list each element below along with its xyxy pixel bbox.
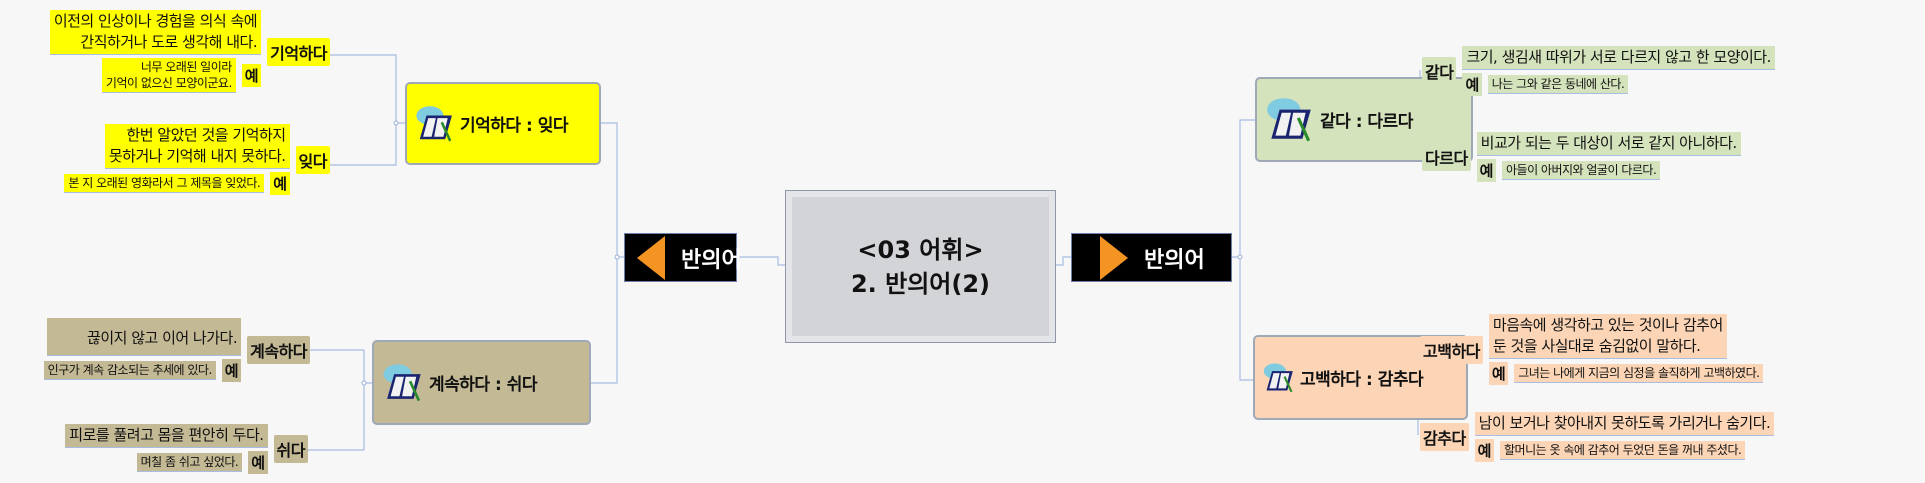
topic-continue-rest[interactable]: 계속하다 : 쉬다 [372, 340, 591, 425]
book-pen-icon [416, 105, 452, 141]
word-group: 다르다 비교가 되는 두 대상이 서로 같지 아니하다. 예 아들이 아버지와 … [1422, 132, 1741, 182]
branch-right-label: 반의어 [1144, 247, 1205, 273]
example-label: 예 [1462, 73, 1482, 96]
example-label: 예 [270, 172, 290, 195]
example-label: 예 [1476, 159, 1496, 182]
word[interactable]: 기억하다 [267, 37, 330, 66]
word[interactable]: 다르다 [1422, 143, 1471, 171]
branch-right-antonym[interactable]: 반의어 [1071, 233, 1232, 282]
central-topic-line1: <03 어휘> [857, 235, 984, 264]
definition: 비교가 되는 두 대상이 서로 같지 아니하다. [1476, 132, 1741, 156]
word-group: 감추다 남이 보거나 찾아내지 못하도록 가리거나 숨기다. 예 할머니는 옷 … [1420, 412, 1775, 462]
word[interactable]: 쉬다 [273, 435, 308, 463]
central-topic-line2: 2. 반의어(2) [850, 269, 991, 298]
definition: 남이 보거나 찾아내지 못하도록 가리거나 숨기다. [1474, 412, 1775, 436]
example: 본 지 오래된 영화라서 그 제목을 잊었다. [64, 174, 265, 193]
example: 인구가 계속 감소되는 추세에 있다. [43, 361, 216, 380]
topic-remember-forget[interactable]: 기억하다 : 잊다 [405, 82, 601, 165]
definition: 크기, 생김새 따위가 서로 다르지 않고 한 모양이다. [1462, 46, 1775, 70]
right-arrow-icon [1100, 235, 1128, 280]
word-group: 같다 크기, 생김새 따위가 서로 다르지 않고 한 모양이다. 예 나는 그와… [1422, 46, 1775, 96]
central-topic[interactable]: <03 어휘> 2. 반의어(2) [785, 190, 1056, 343]
book-pen-icon [383, 363, 421, 401]
book-pen-icon [1263, 362, 1293, 392]
topic-title: 고백하다 : 감추다 [1300, 370, 1424, 390]
word[interactable]: 계속하다 [247, 336, 310, 364]
word[interactable]: 고백하다 [1420, 335, 1483, 364]
word[interactable]: 같다 [1422, 57, 1457, 85]
word-group: 피로를 풀려고 몸을 편안히 두다. 며칠 좀 쉬고 싶었다. 예 쉬다 [65, 424, 308, 474]
example-label: 예 [1474, 439, 1494, 462]
example-label: 예 [1488, 362, 1509, 385]
definition: 피로를 풀려고 몸을 편안히 두다. [65, 424, 268, 448]
book-pen-icon [1267, 97, 1311, 141]
topic-title: 기억하다 : 잊다 [460, 116, 568, 136]
example: 나는 그와 같은 동네에 산다. [1487, 75, 1629, 94]
word[interactable]: 잊다 [295, 145, 330, 174]
word-group: 끊이지 않고 이어 나가다. 인구가 계속 감소되는 추세에 있다. 예 계속하… [43, 318, 310, 382]
example: 그녀는 나에게 지금의 심정을 솔직하게 고백하였다. [1514, 364, 1764, 383]
topic-title: 같다 : 다르다 [1320, 112, 1413, 132]
word[interactable]: 감추다 [1420, 423, 1469, 451]
example: 며칠 좀 쉬고 싶었다. [136, 453, 243, 472]
branch-left-label: 반의어 [681, 247, 742, 273]
left-arrow-icon [637, 235, 665, 280]
topic-title: 계속하다 : 쉬다 [429, 375, 537, 395]
definition: 끊이지 않고 이어 나가다. [47, 318, 242, 356]
example: 아들이 아버지와 얼굴이 다르다. [1501, 161, 1661, 180]
example-label: 예 [248, 451, 268, 474]
example-label: 예 [221, 359, 242, 382]
branch-left-antonym[interactable]: 반의어 [624, 233, 742, 282]
example: 할머니는 옷 속에 감추어 두었던 돈을 꺼내 주셨다. [1499, 441, 1746, 460]
example-label: 예 [241, 64, 262, 87]
